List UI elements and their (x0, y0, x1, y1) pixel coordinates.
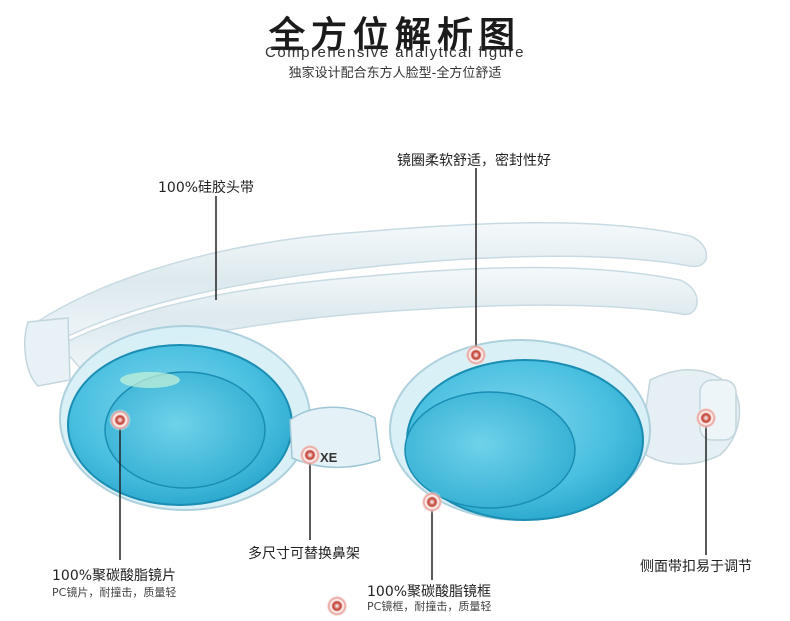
frame-label: 100%聚碳酸脂镜框 (367, 584, 492, 600)
right-lens (404, 391, 576, 509)
frame-detail: PC镜框，耐撞击，质量轻 (367, 600, 492, 613)
lens-label: 100%聚碳酸脂镜片 (52, 568, 177, 584)
strap-upper (38, 221, 708, 341)
lens-marker (109, 409, 131, 431)
buckle-marker (695, 407, 717, 429)
lens-detail: PC镜片，耐撞击，质量轻 (52, 586, 177, 599)
left-buckle-shape (24, 317, 71, 387)
gasket-marker (465, 344, 487, 366)
left-lens (104, 371, 266, 489)
buckle-label: 侧面带扣易于调节 (640, 559, 752, 575)
product-logo: XE (320, 450, 338, 465)
nose-bridge-marker (299, 444, 321, 466)
chinese-subtitle: 独家设计配合东方人脸型-全方位舒适 (288, 66, 502, 81)
markers (109, 344, 717, 617)
footer-marker (326, 595, 348, 617)
english-subtitle: Comprehensive analytical figure (265, 44, 525, 61)
frame-marker (421, 491, 443, 513)
nose-bridge-label: 多尺寸可替换鼻架 (248, 546, 360, 562)
strap-label: 100%硅胶头带 (158, 180, 255, 196)
strap-lower (58, 266, 698, 369)
gasket-label: 镜圈柔软舒适，密封性好 (397, 153, 551, 169)
page-title: 全方位解析图 (268, 15, 521, 56)
